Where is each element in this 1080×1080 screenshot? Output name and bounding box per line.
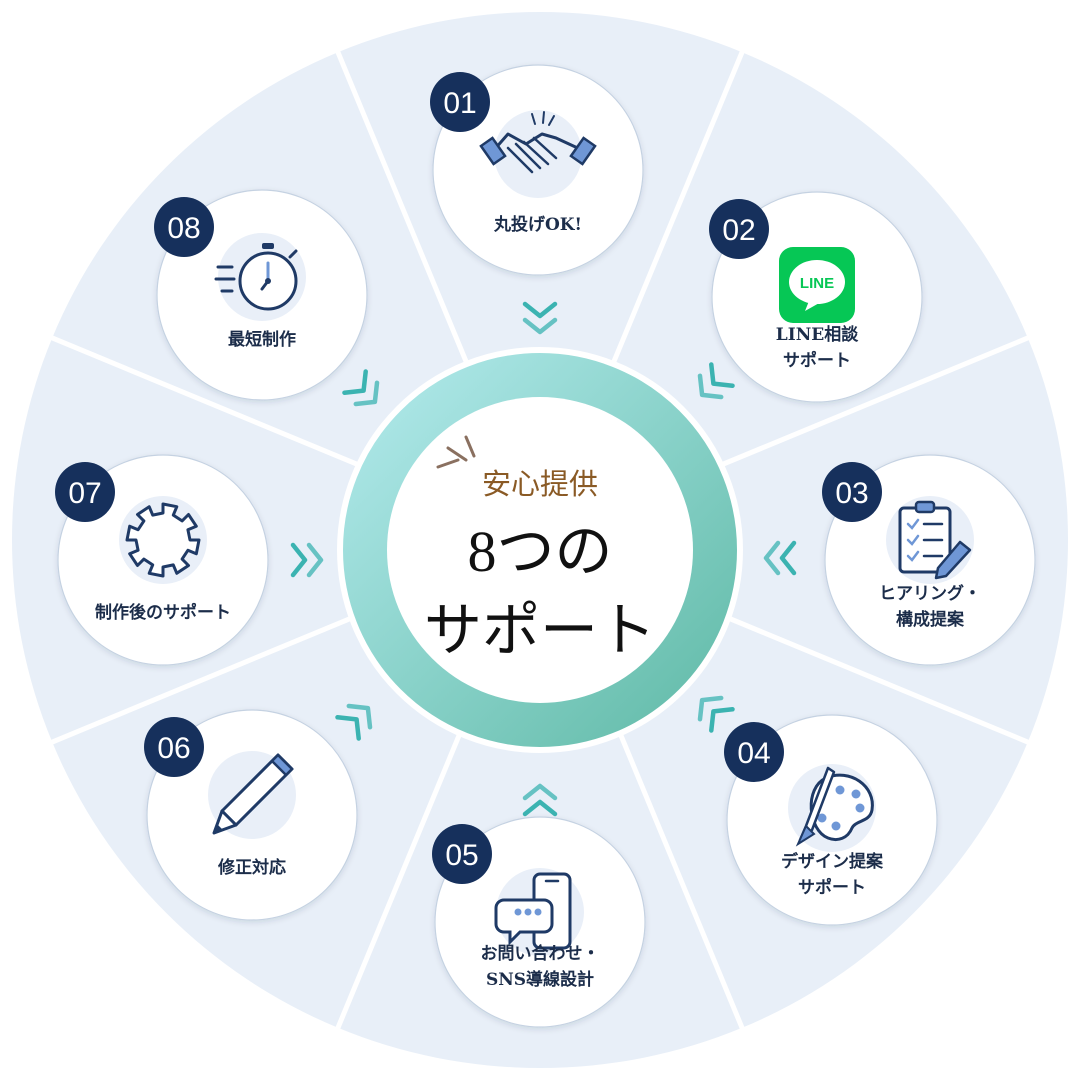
center-hub: 安心提供 8つの サポート bbox=[337, 347, 743, 753]
item-label: LINE相談 bbox=[776, 324, 859, 345]
center-eyebrow: 安心提供 bbox=[482, 468, 598, 501]
item-label: サポート bbox=[783, 350, 851, 371]
stopwatch-icon bbox=[214, 233, 306, 321]
segment-divider bbox=[595, 677, 749, 1040]
paint-palette-icon bbox=[788, 764, 876, 852]
number-badge bbox=[154, 197, 214, 257]
chevron-icon bbox=[697, 695, 735, 733]
item-number: 01 bbox=[443, 87, 476, 120]
number-badge bbox=[430, 72, 490, 132]
pencil-icon bbox=[208, 751, 296, 839]
chevron-icon bbox=[335, 703, 373, 741]
chevron-icon bbox=[342, 369, 380, 407]
item-label: 構成提案 bbox=[896, 609, 965, 630]
item-label: 丸投げOK! bbox=[493, 214, 582, 235]
chevron-icon bbox=[522, 783, 558, 817]
support-item-05: お問い合わせ・ SNS導線設計 05 bbox=[432, 816, 646, 1028]
item-label: 制作後のサポート bbox=[95, 602, 231, 623]
number-badge bbox=[822, 462, 882, 522]
segment-divider bbox=[331, 40, 485, 403]
segment-divider bbox=[677, 331, 1040, 485]
sparkle-lines bbox=[436, 435, 476, 469]
center-title-line2: サポート bbox=[424, 598, 656, 663]
center-face bbox=[387, 397, 693, 703]
support-item-03: ヒアリング・構成提案 03 bbox=[822, 454, 1036, 666]
item-label: ヒアリング・ bbox=[879, 583, 981, 604]
number-badge bbox=[55, 462, 115, 522]
support-item-08: 最短制作 08 bbox=[154, 189, 368, 401]
line-logo-text: LINE bbox=[800, 275, 834, 292]
item-number: 06 bbox=[157, 732, 190, 765]
number-badge bbox=[724, 722, 784, 782]
chevron-icon bbox=[522, 301, 558, 335]
segment-divider bbox=[595, 40, 749, 403]
support-item-06: 修正対応 06 bbox=[144, 709, 358, 921]
center-title-line1: 8つの bbox=[467, 519, 612, 584]
item-number: 08 bbox=[167, 212, 200, 245]
item-number: 02 bbox=[722, 214, 755, 247]
number-badge bbox=[432, 824, 492, 884]
support-item-01: 丸投げOK! 01 bbox=[430, 64, 644, 276]
chevron-arrows bbox=[290, 301, 797, 817]
chevron-icon bbox=[697, 362, 735, 400]
item-number: 07 bbox=[68, 477, 101, 510]
item-number: 04 bbox=[737, 737, 770, 770]
segment-divider bbox=[40, 331, 403, 485]
line-app-icon: LINE bbox=[779, 247, 855, 323]
handshake-icon bbox=[479, 110, 597, 198]
item-number: 05 bbox=[445, 839, 478, 872]
segment-divider bbox=[677, 595, 1040, 749]
clipboard-checklist-icon bbox=[886, 496, 974, 584]
smartphone-chat-icon bbox=[494, 868, 584, 956]
item-label: お問い合わせ・ bbox=[481, 943, 600, 964]
chevron-icon bbox=[290, 542, 324, 578]
segment-dividers bbox=[40, 40, 1040, 1040]
segment-divider bbox=[331, 677, 485, 1040]
support-items: 丸投げOK!01LINELINE相談サポート02ヒアリング・構成提案03デザイン… bbox=[55, 64, 1036, 1028]
number-badge bbox=[144, 717, 204, 777]
segment-divider bbox=[40, 595, 403, 749]
number-badge bbox=[709, 199, 769, 259]
item-label: SNS導線設計 bbox=[486, 969, 594, 990]
item-label: 修正対応 bbox=[217, 857, 286, 878]
item-number: 03 bbox=[835, 477, 868, 510]
support-item-07: 制作後のサポート 07 bbox=[55, 454, 269, 666]
item-label: デザイン提案 bbox=[781, 851, 884, 872]
chevron-icon bbox=[763, 540, 797, 576]
item-label: サポート bbox=[798, 877, 866, 898]
item-label: 最短制作 bbox=[228, 329, 296, 350]
gear-icon bbox=[119, 496, 207, 584]
